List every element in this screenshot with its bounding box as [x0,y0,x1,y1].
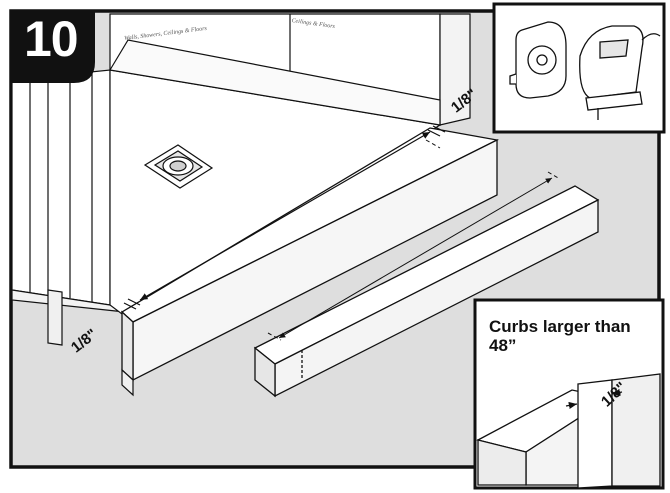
gap-ticks [123,125,446,310]
support-legs [47,289,134,397]
step-badge [11,11,95,83]
inset-title: Curbs larger than 48” [489,317,631,355]
wall-boards [11,69,126,313]
jigsaw-icon [579,25,661,120]
cut-length-dimension [267,171,561,341]
extension-lines [425,139,441,149]
tape-measure-icon [509,21,567,99]
inset-curb-detail [476,373,661,489]
step-number: 10 [24,11,79,67]
